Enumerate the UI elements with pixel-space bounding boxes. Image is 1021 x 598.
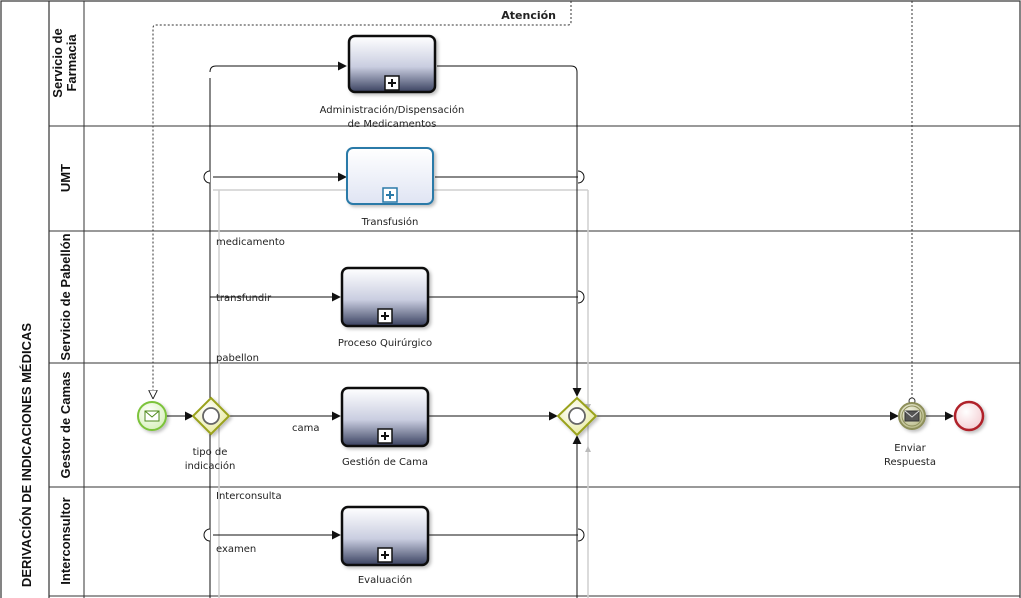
start-message-event[interactable]	[137, 401, 167, 431]
task-transfusion[interactable]: Transfusión	[346, 147, 434, 228]
lane-label-pabellon: Servicio de Pabellón	[58, 233, 73, 360]
sequence-flows	[166, 61, 954, 598]
task-label-proceso: Proceso Quirúrgico	[338, 337, 432, 349]
pool-title: DERIVACIÓN DE INDICACIONES MÉDICAS	[19, 323, 34, 587]
task-label-evaluacion: Evaluación	[358, 574, 412, 586]
line-hops	[203, 170, 585, 542]
event-label-2: Respuesta	[884, 457, 936, 468]
subprocess-plus-icon	[382, 187, 398, 203]
flow-label-interconsulta: Interconsulta	[216, 491, 282, 502]
flow-label-pabellon: pabellon	[216, 353, 259, 364]
end-event[interactable]	[953, 400, 985, 432]
task-gestion-cama[interactable]: Gestión de Cama	[340, 386, 430, 468]
envelope-icon	[904, 410, 920, 422]
event-enviar-respuesta[interactable]: Enviar Respuesta	[884, 402, 936, 468]
gateway-label-1: tipo de	[193, 447, 228, 458]
lane-label-farmacia-1: Servicio de	[50, 28, 65, 97]
subprocess-plus-icon	[384, 75, 400, 91]
lane-label-gestor: Gestor de Camas	[58, 372, 73, 479]
task-proceso-quirurgico[interactable]: Proceso Quirúrgico	[338, 266, 432, 349]
gateway-merge[interactable]	[556, 396, 598, 437]
message-label-atencion: Atención	[501, 9, 556, 22]
lane-label-interconsultor: Interconsultor	[58, 497, 73, 584]
lane-label-umt: UMT	[58, 164, 73, 192]
gateway-label-2: indicación	[185, 460, 236, 472]
envelope-icon	[144, 410, 160, 422]
task-label-administracion-2: de Medicamentos	[348, 119, 437, 130]
task-administracion[interactable]: Administración/Dispensación de Medicamen…	[320, 34, 465, 130]
flow-labels: medicamento transfundir pabellon cama In…	[216, 237, 320, 555]
lane-label-farmacia-2: Farmacia	[64, 34, 79, 92]
task-label-gestion: Gestión de Cama	[342, 456, 428, 468]
flow-label-examen: examen	[216, 544, 256, 555]
faint-arrowheads	[585, 404, 591, 452]
flow-label-cama: cama	[292, 423, 320, 434]
task-label-transfusion: Transfusión	[361, 216, 419, 228]
subprocess-plus-icon	[377, 308, 393, 324]
subprocess-plus-icon	[377, 547, 393, 563]
subprocess-plus-icon	[377, 428, 393, 444]
event-label-1: Enviar	[894, 443, 926, 454]
gateway-tipo-indicacion[interactable]: tipo de indicación	[185, 396, 236, 472]
lane-labels: Servicio de Farmacia UMT Servicio de Pab…	[50, 28, 79, 584]
task-evaluacion[interactable]: Evaluación	[340, 505, 430, 586]
task-label-administracion-1: Administración/Dispensación	[320, 104, 465, 116]
flow-label-transfundir: transfundir	[216, 293, 272, 304]
flow-label-medicamento: medicamento	[216, 237, 285, 248]
message-flows	[153, 1, 913, 400]
